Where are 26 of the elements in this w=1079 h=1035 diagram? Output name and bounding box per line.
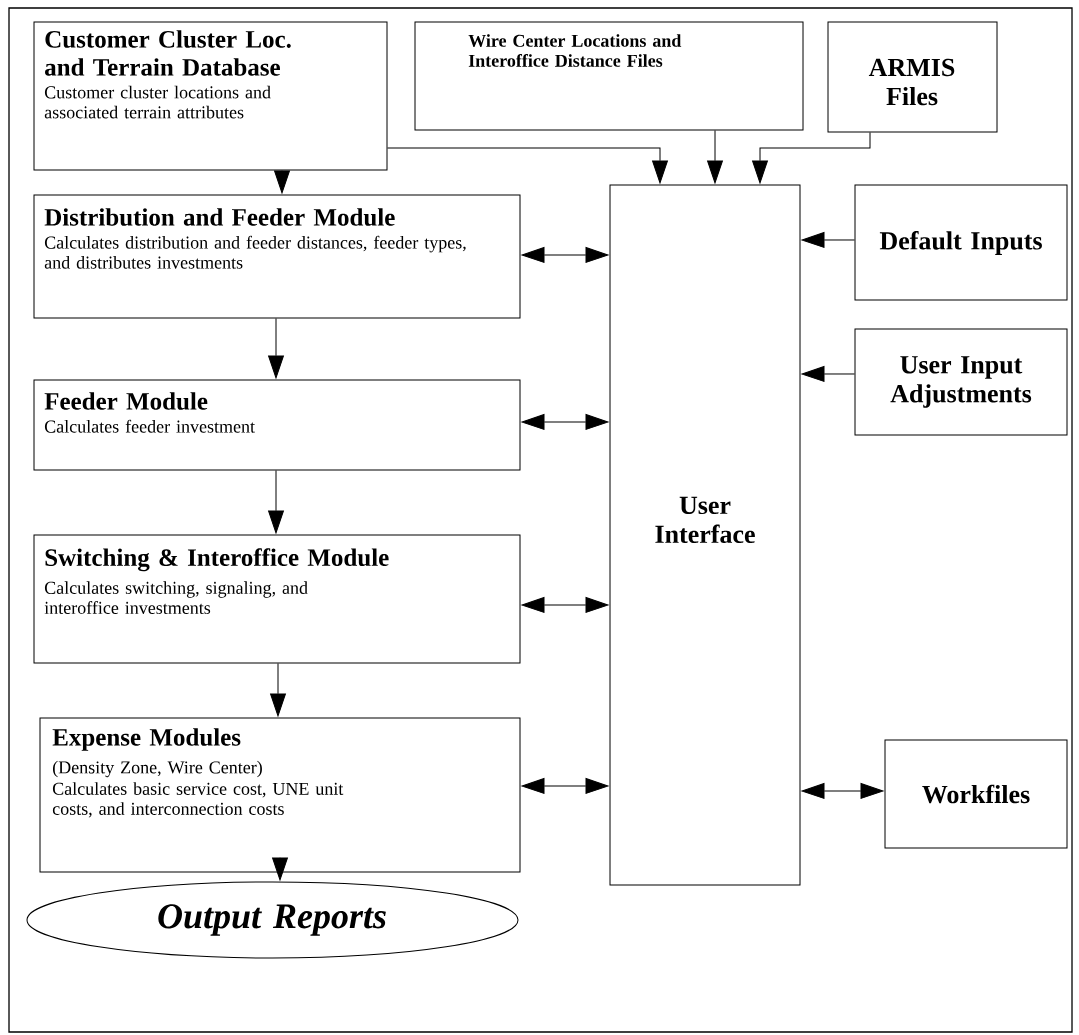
module-box: Switching & Interoffice Module Calculates switching, signaling, and interoffice investments [33, 534, 521, 664]
database-box: Customer Cluster Loc. and Terrain Database Customer cluster locations and associated terrain attributes [33, 21, 388, 171]
input-box: User Input Adjustments [854, 328, 1068, 436]
arrow [268, 318, 284, 379]
workfile-box: Workfiles [884, 739, 1068, 849]
arrow [274, 170, 290, 194]
arrow [521, 778, 609, 794]
arrow [801, 783, 884, 799]
arrow [268, 470, 284, 534]
arrow [387, 147, 668, 184]
interface-box: User Interface [609, 184, 801, 886]
arrow [272, 857, 288, 881]
module-box: Feeder Module Calculates feeder investment [33, 379, 521, 471]
module-box: Expense Modules (Density Zone, Wire Center) Calculates basic service cost, UNE unit costs, and interconnection costs [39, 717, 521, 873]
arrow [270, 663, 286, 717]
input-box: Default Inputs [854, 184, 1068, 301]
input-file-box: Wire Center Locations and Interoffice Distance Files [414, 21, 804, 131]
module-box: Distribution and Feeder Module Calculates distribution and feeder distances, feeder types, and distributes investments [33, 194, 521, 319]
arrow [521, 247, 609, 263]
arrow [707, 130, 723, 184]
arrow [801, 232, 855, 248]
arrow [521, 597, 609, 613]
arrow [752, 132, 871, 184]
input-file-box: ARMIS Files [827, 21, 998, 133]
arrow [801, 366, 855, 382]
arrow [521, 414, 609, 430]
